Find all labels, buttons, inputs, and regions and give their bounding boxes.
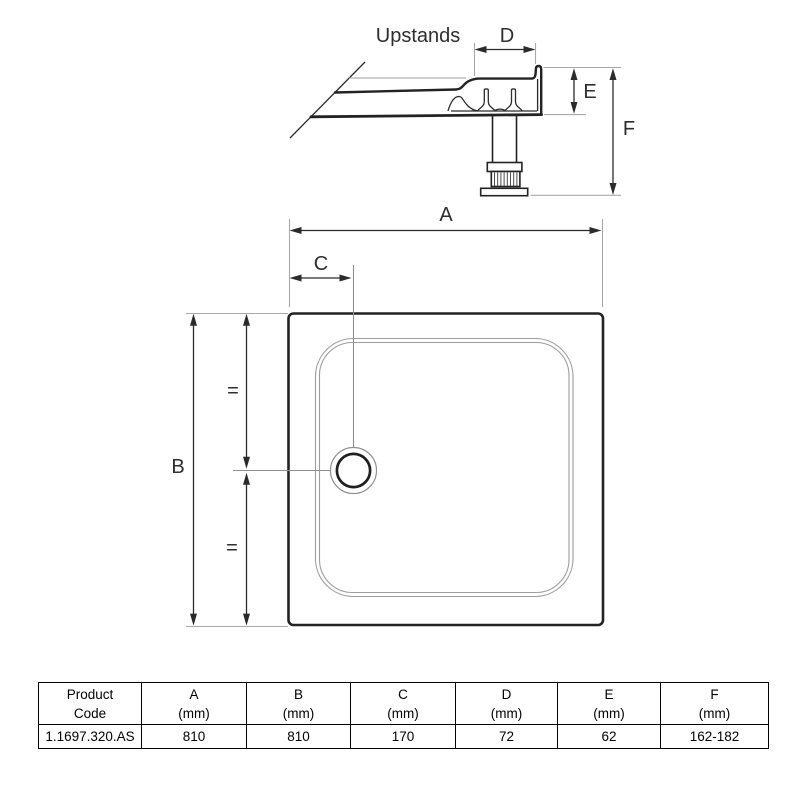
dim-label-d: D (500, 25, 514, 47)
dim-label-a: A (439, 204, 453, 226)
spec-table: Product Code A (mm) B (mm) C (mm) D (m (38, 682, 769, 749)
drain-waste-ring (335, 452, 372, 489)
header-col-b: B (mm) (246, 682, 351, 725)
equal-mark-lower: = (226, 537, 238, 559)
arrowhead-up (190, 313, 197, 326)
arrowhead-up (243, 472, 250, 485)
dim-label-c: C (314, 253, 328, 275)
header-product-code-line2: Code (73, 705, 107, 721)
arrowhead-right (589, 227, 602, 234)
col-unit: (mm) (282, 705, 315, 721)
technical-diagram: Upstands D E (171, 25, 635, 628)
arrowhead-up (570, 68, 578, 80)
header-col-e: E (mm) (557, 682, 661, 725)
table-value-row: 1.1697.320.AS 810 810 170 72 62 162-182 (38, 724, 769, 749)
dimension-b: B (171, 312, 288, 628)
arrowhead-down (570, 102, 578, 114)
dimension-f: F (530, 68, 635, 196)
col-unit: (mm) (698, 705, 731, 721)
arrowhead-down (190, 613, 197, 626)
tray-outline (287, 312, 605, 627)
header-col-c: C (mm) (350, 682, 456, 725)
dim-label-e: E (583, 81, 596, 103)
arrowhead-up (243, 313, 250, 326)
arrowhead-up (609, 68, 617, 80)
arrowhead-right (339, 274, 352, 282)
value-f: 162-182 (660, 724, 769, 749)
dimension-e: E (543, 66, 621, 116)
thread-ribs (494, 172, 518, 186)
table-header-row: Product Code A (mm) B (mm) C (mm) D (m (38, 682, 769, 725)
arrowhead-down (243, 456, 250, 469)
value-e: 62 (557, 724, 661, 749)
tray-profile-bottom-edge (309, 113, 543, 119)
arrowhead-left (289, 274, 302, 282)
header-col-f: F (mm) (660, 682, 769, 725)
col-unit: (mm) (387, 705, 419, 721)
col-letter: C (398, 686, 408, 702)
col-letter: E (604, 686, 614, 702)
foot-base (479, 187, 529, 197)
arrowhead-down (243, 613, 250, 626)
plan-view: A C B (171, 204, 605, 628)
col-letter: B (293, 686, 303, 702)
cross-section-view: Upstands D E (289, 25, 635, 197)
product-code-value: 1.1697.320.AS (38, 724, 142, 749)
dimension-c: C (289, 253, 352, 282)
arrowhead-right (523, 46, 536, 53)
tray-inner-edge-outer (314, 337, 574, 598)
dimension-b-halves: = = (226, 313, 250, 626)
break-line (289, 61, 366, 139)
col-unit: (mm) (490, 705, 523, 721)
header-product-code: Product Code (38, 682, 142, 725)
arrowhead-left (474, 46, 487, 53)
value-a: 810 (141, 724, 247, 749)
equal-mark-upper: = (227, 380, 239, 402)
value-d: 72 (455, 724, 558, 749)
tray-profile-top-edge (333, 64, 543, 115)
col-unit: (mm) (593, 705, 625, 721)
value-c: 170 (350, 724, 456, 749)
arrowhead-down (609, 183, 617, 195)
header-col-d: D (mm) (455, 682, 558, 725)
rib-hump (447, 95, 479, 112)
support-rib-right (504, 88, 523, 112)
arrowhead-left (289, 227, 302, 234)
leg-threaded-section (490, 170, 521, 188)
support-rib-left (477, 88, 496, 112)
leg-collar (486, 161, 523, 173)
header-col-a: A (mm) (141, 682, 247, 725)
tray-profile-inner-ribs (447, 79, 539, 112)
rib-mound (494, 108, 506, 112)
dim-label-b: B (171, 456, 184, 478)
col-letter: D (501, 686, 512, 702)
value-b: 810 (246, 724, 351, 749)
col-letter: A (189, 686, 199, 702)
dimension-a: A (288, 204, 604, 307)
header-product-code-line1: Product (66, 686, 114, 702)
tray-inner-edge-inner (318, 341, 570, 594)
col-unit: (mm) (178, 705, 210, 721)
dimension-d: D (473, 25, 537, 76)
col-letter: F (710, 686, 719, 702)
upstands-label: Upstands (376, 25, 461, 47)
dim-label-f: F (623, 118, 635, 140)
adjustable-foot (479, 116, 529, 197)
